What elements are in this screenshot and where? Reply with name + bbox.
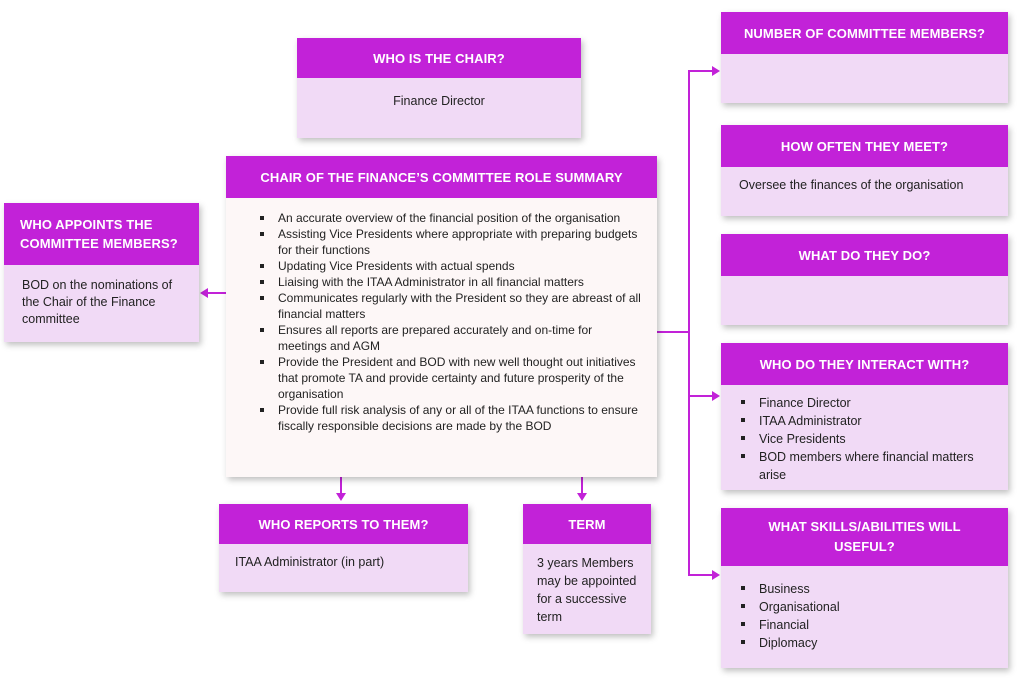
appoints-box-text: BOD on the nominations of the Chair of t… [4, 265, 199, 342]
skills-item: Financial [737, 616, 998, 634]
skills-item: Business [737, 580, 998, 598]
appoints-box-title: WHO APPOINTS THE COMMITTEE MEMBERS? [4, 203, 199, 265]
summary-item: Provide the President and BOD with new w… [256, 354, 643, 402]
term-box: TERM 3 years Members may be appointed fo… [523, 504, 651, 634]
meet-box-title: HOW OFTEN THEY MEET? [721, 125, 1008, 167]
connector-to-members [688, 70, 712, 72]
skills-box: WHAT SKILLS/ABILITIES WILL USEFUL? Busin… [721, 508, 1008, 668]
reports-box-title: WHO REPORTS TO THEM? [219, 504, 468, 544]
interact-item: Finance Director [737, 394, 998, 412]
summary-box-body: An accurate overview of the financial po… [226, 198, 657, 477]
summary-item: Liaising with the ITAA Administrator in … [256, 274, 643, 290]
arrow-to-reports [336, 493, 346, 501]
arrow-to-appoints [200, 288, 208, 298]
meet-box: HOW OFTEN THEY MEET? Oversee the finance… [721, 125, 1008, 216]
arrow-to-skills [712, 570, 720, 580]
chair-box-text: Finance Director [297, 78, 581, 138]
skills-box-title: WHAT SKILLS/ABILITIES WILL USEFUL? [721, 508, 1008, 566]
reports-box: WHO REPORTS TO THEM? ITAA Administrator … [219, 504, 468, 592]
interact-item: Vice Presidents [737, 430, 998, 448]
skills-box-body: Business Organisational Financial Diplom… [721, 566, 1008, 668]
connector-to-appoints [208, 292, 228, 294]
term-box-text: 3 years Members may be appointed for a s… [523, 544, 651, 634]
arrow-to-members [712, 66, 720, 76]
summary-item: Communicates regularly with the Presiden… [256, 290, 643, 322]
interact-item: ITAA Administrator [737, 412, 998, 430]
skills-item: Organisational [737, 598, 998, 616]
interact-list: Finance Director ITAA Administrator Vice… [737, 394, 998, 484]
connector-to-skills [688, 574, 712, 576]
summary-list: An accurate overview of the financial po… [256, 210, 643, 434]
summary-item: Assisting Vice Presidents where appropri… [256, 226, 643, 258]
chair-box-title: WHO IS THE CHAIR? [297, 38, 581, 78]
connector-to-reports [340, 477, 342, 493]
members-box-text [721, 54, 1008, 103]
summary-item: An accurate overview of the financial po… [256, 210, 643, 226]
skills-item: Diplomacy [737, 634, 998, 652]
arrow-to-term [577, 493, 587, 501]
do-box: WHAT DO THEY DO? [721, 234, 1008, 325]
connector-summary-right [657, 331, 689, 333]
meet-box-text: Oversee the finances of the organisation [721, 167, 1008, 216]
connector-to-interact [688, 395, 712, 397]
interact-box-title: WHO DO THEY INTERACT WITH? [721, 343, 1008, 385]
appoints-box: WHO APPOINTS THE COMMITTEE MEMBERS? BOD … [4, 203, 199, 342]
do-box-title: WHAT DO THEY DO? [721, 234, 1008, 276]
summary-item: Updating Vice Presidents with actual spe… [256, 258, 643, 274]
members-box-title: NUMBER OF COMMITTEE MEMBERS? [721, 12, 1008, 54]
connector-trunk-vertical [688, 70, 690, 576]
summary-item: Provide full risk analysis of any or all… [256, 402, 643, 434]
connector-to-term [581, 477, 583, 493]
members-box: NUMBER OF COMMITTEE MEMBERS? [721, 12, 1008, 103]
interact-box-body: Finance Director ITAA Administrator Vice… [721, 385, 1008, 490]
reports-box-text: ITAA Administrator (in part) [219, 544, 468, 592]
interact-box: WHO DO THEY INTERACT WITH? Finance Direc… [721, 343, 1008, 490]
chair-box: WHO IS THE CHAIR? Finance Director [297, 38, 581, 138]
interact-item: BOD members where financial matters aris… [737, 448, 998, 484]
skills-list: Business Organisational Financial Diplom… [737, 580, 998, 652]
summary-item: Ensures all reports are prepared accurat… [256, 322, 643, 354]
do-box-text [721, 276, 1008, 325]
summary-box-title: CHAIR OF THE FINANCE’S COMMITTEE ROLE SU… [226, 156, 657, 198]
summary-box: CHAIR OF THE FINANCE’S COMMITTEE ROLE SU… [226, 156, 657, 477]
term-box-title: TERM [523, 504, 651, 544]
arrow-to-interact [712, 391, 720, 401]
